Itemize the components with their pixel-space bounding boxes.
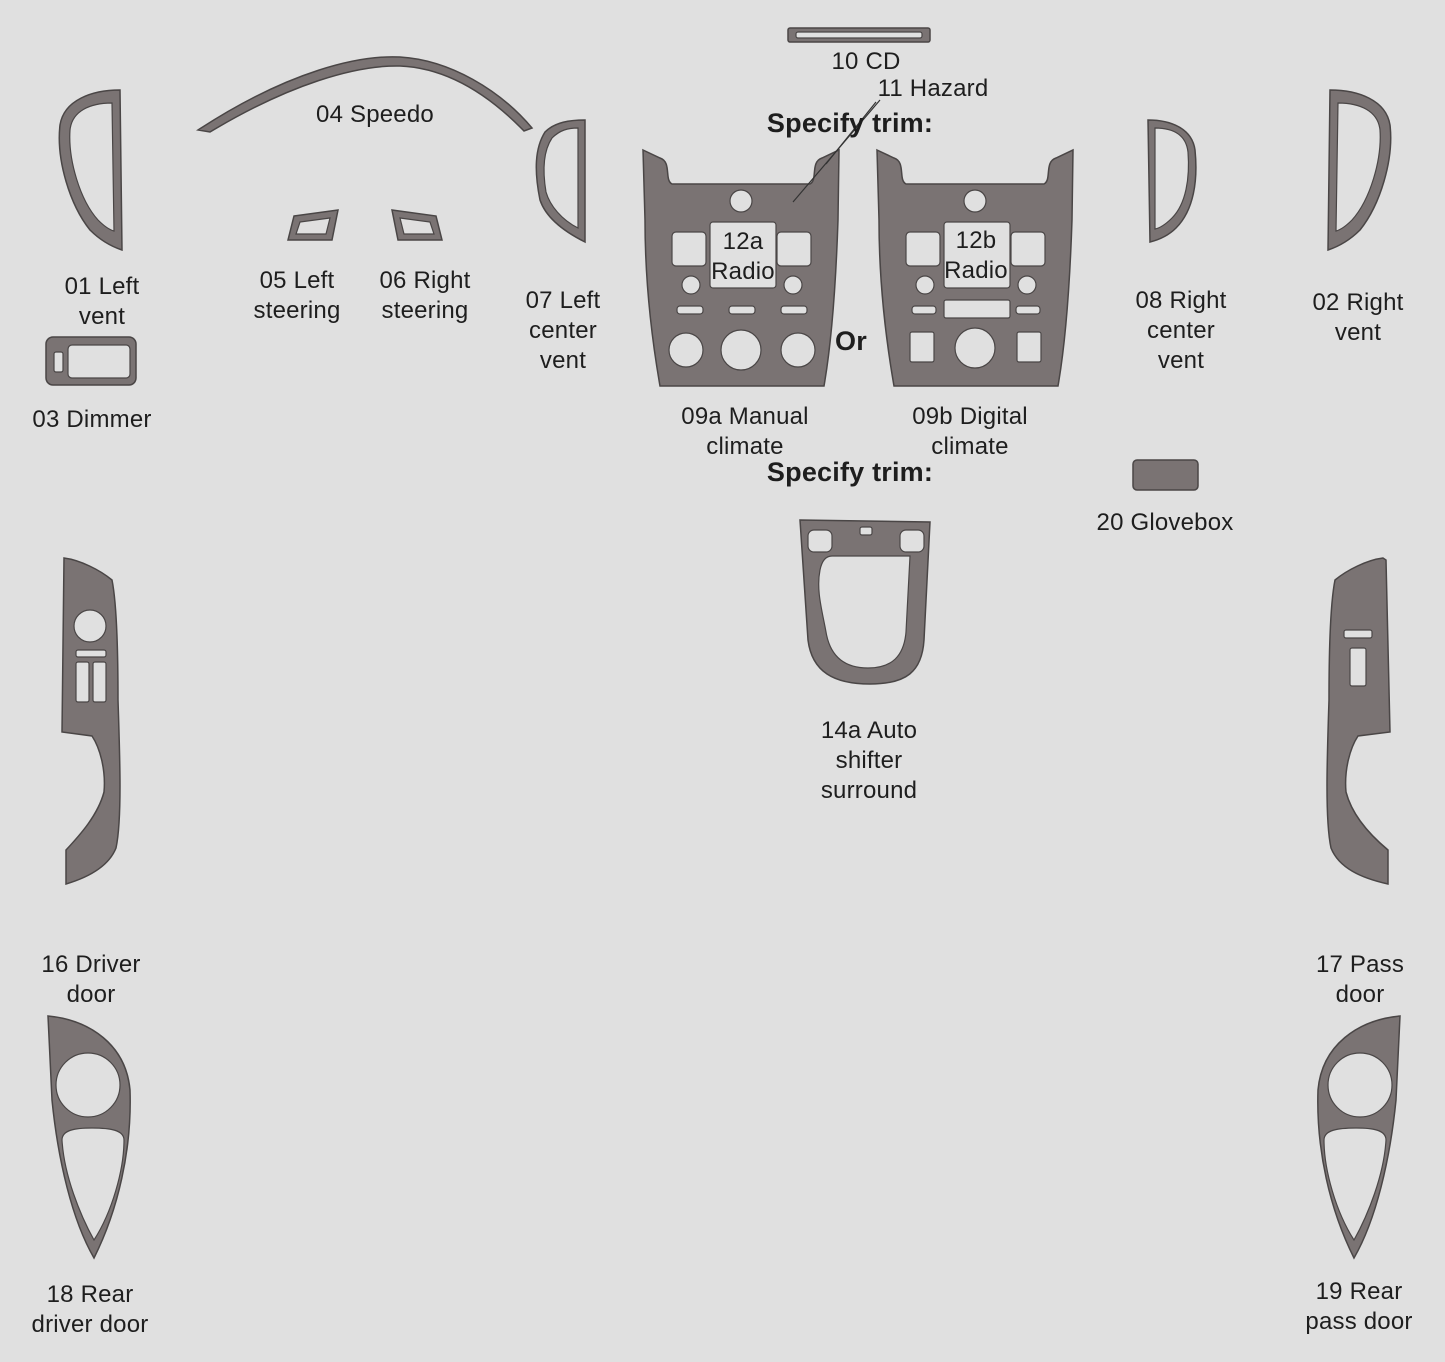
label-line: Radio [711, 258, 775, 285]
label-line: 20 Glovebox [1096, 509, 1234, 536]
label-17-pass-door: 17 Pass door [1316, 950, 1404, 1010]
label-line: 12a [722, 228, 764, 255]
label-line: driver door [31, 1311, 149, 1338]
label-09b-digital-climate: 09b Digital climate [912, 402, 1028, 462]
label-line: climate [931, 433, 1009, 460]
label-line: 10 CD [831, 48, 901, 75]
label-line: 05 Left [259, 267, 335, 294]
label-line: 06 Right [379, 267, 471, 294]
label-01-left-vent: 01 Left vent [65, 272, 140, 332]
label-line: 08 Right [1135, 287, 1227, 314]
label-line: vent [539, 347, 587, 374]
label-line: vent [1157, 347, 1205, 374]
label-line: 01 Left [64, 273, 140, 300]
right-steering-piece [391, 209, 443, 241]
label-line: 07 Left [525, 287, 601, 314]
label-10-cd: 10 CD [831, 47, 900, 77]
label-05-left-steering: 05 Left steering [254, 266, 341, 326]
label-line: 09a Manual [681, 403, 809, 430]
label-line: center [1147, 317, 1215, 344]
label-12b-radio: 12b Radio [944, 226, 1008, 286]
manual-climate-panel [642, 148, 840, 387]
label-line: shifter [835, 747, 903, 774]
label-line: vent [1334, 319, 1382, 346]
radio-12a-piece [709, 221, 777, 289]
hazard-leader-line-2 [825, 101, 877, 165]
dimmer-piece [45, 336, 137, 386]
label-line: 16 Driver [41, 951, 141, 978]
right-vent-piece [1327, 89, 1392, 252]
label-16-driver-door: 16 Driver door [41, 950, 140, 1010]
label-line: surround [820, 777, 918, 804]
label-04-speedo: 04 Speedo [316, 100, 434, 130]
label-line: 02 Right [1312, 289, 1404, 316]
left-steering-piece [287, 209, 339, 241]
driver-door-piece [61, 557, 121, 886]
glovebox-piece [1132, 459, 1199, 491]
label-line: steering [253, 297, 341, 324]
label-line: 12b [955, 227, 997, 254]
or-separator: Or [835, 326, 867, 356]
label-03-dimmer: 03 Dimmer [32, 405, 151, 435]
label-07-left-center-vent: 07 Left center vent [526, 286, 601, 376]
shifter-surround-piece [799, 519, 931, 685]
label-20-glovebox: 20 Glovebox [1097, 508, 1234, 538]
cd-piece [787, 27, 931, 43]
label-line: center [529, 317, 597, 344]
label-line: Radio [944, 257, 1008, 284]
label-09a-manual-climate: 09a Manual climate [681, 402, 808, 462]
label-line: 04 Speedo [316, 101, 434, 128]
pass-door-piece [1326, 557, 1391, 885]
label-18-rear-driver-door: 18 Rear driver door [32, 1280, 149, 1340]
speedo-piece [195, 56, 534, 133]
label-line: door [1335, 981, 1385, 1008]
label-line: 09b Digital [912, 403, 1028, 430]
label-line: pass door [1305, 1308, 1413, 1335]
label-02-right-vent: 02 Right vent [1313, 288, 1404, 348]
label-line: 18 Rear [46, 1281, 134, 1308]
label-line: 03 Dimmer [32, 406, 152, 433]
label-line: 17 Pass [1315, 951, 1405, 978]
rear-driver-door-piece [47, 1015, 131, 1260]
label-line: 19 Rear [1315, 1278, 1403, 1305]
specify-trim-heading-top: Specify trim: [766, 108, 934, 138]
label-19-rear-pass-door: 19 Rear pass door [1305, 1277, 1412, 1337]
label-11-hazard: 11 Hazard [878, 74, 989, 104]
left-vent-piece [58, 89, 123, 252]
label-08-right-center-vent: 08 Right center vent [1136, 286, 1227, 376]
radio-12b-piece [943, 221, 1011, 289]
label-line: climate [706, 433, 784, 460]
label-line: steering [381, 297, 469, 324]
label-line: 11 Hazard [877, 75, 989, 102]
label-line: door [66, 981, 116, 1008]
label-14a-shifter-surround: 14a Auto shifter surround [821, 716, 917, 806]
specify-trim-heading-bottom: Specify trim: [766, 457, 934, 487]
right-center-vent-piece [1147, 119, 1197, 243]
left-center-vent-piece [535, 119, 586, 244]
rear-pass-door-piece [1317, 1015, 1401, 1260]
label-12a-radio: 12a Radio [711, 227, 775, 287]
label-line: 14a Auto [820, 717, 918, 744]
label-line: vent [78, 303, 126, 330]
label-06-right-steering: 06 Right steering [380, 266, 471, 326]
